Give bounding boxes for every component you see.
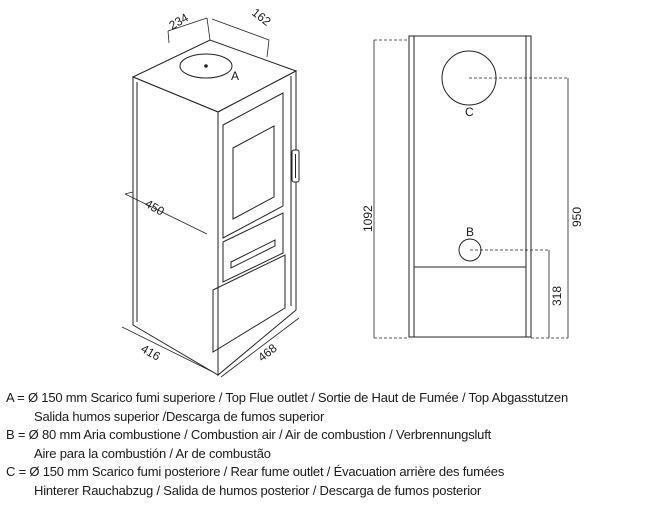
outlet-legend: A = Ø 150 mm Scarico fumi superiore / To… (6, 389, 662, 500)
marker-a: A (231, 69, 239, 83)
legend-a-line2: Salida humos superior /Descarga de fumos… (34, 408, 325, 424)
dim-top-depth: 234 (167, 10, 192, 32)
legend-c-line1: C = Ø 150 mm Scarico fumi posteriore / R… (6, 464, 505, 479)
dim-base-depth: 416 (139, 341, 164, 363)
isometric-view (131, 39, 300, 377)
rear-body (408, 35, 532, 338)
legend-c-line2: Hinterer Rauchabzug / Salida de humos po… (34, 482, 482, 498)
top-outlet-center (204, 64, 208, 68)
base-opening (212, 254, 286, 353)
ash-drawer (222, 212, 284, 283)
dim-total-height: 1092 (361, 205, 375, 232)
stove-door (222, 92, 284, 239)
rear-dimensions (373, 39, 569, 339)
dim-top-width: 162 (249, 5, 274, 29)
stove-technical-drawing: 234 162 450 416 468 A 1092 950 318 C B (121, 5, 584, 378)
legend-b-line1: B = Ø 80 mm Aria combustione / Combustio… (6, 427, 492, 442)
isometric-dimensions (121, 17, 300, 378)
dim-air-inlet-height: 318 (550, 286, 564, 306)
marker-c: C (465, 105, 474, 119)
stove-left-face (132, 76, 219, 376)
top-outlet-circle (179, 53, 233, 79)
rear-view (408, 35, 532, 338)
legend-a-line1: A = Ø 150 mm Scarico fumi superiore / To… (6, 390, 568, 405)
dim-base-width: 468 (255, 341, 280, 365)
dim-rear-outlet-height: 950 (570, 207, 584, 227)
marker-b: B (466, 225, 474, 239)
door-glass (232, 125, 275, 220)
legend-b-line2: Aire para la combustión / Ar de combustã… (34, 445, 271, 461)
